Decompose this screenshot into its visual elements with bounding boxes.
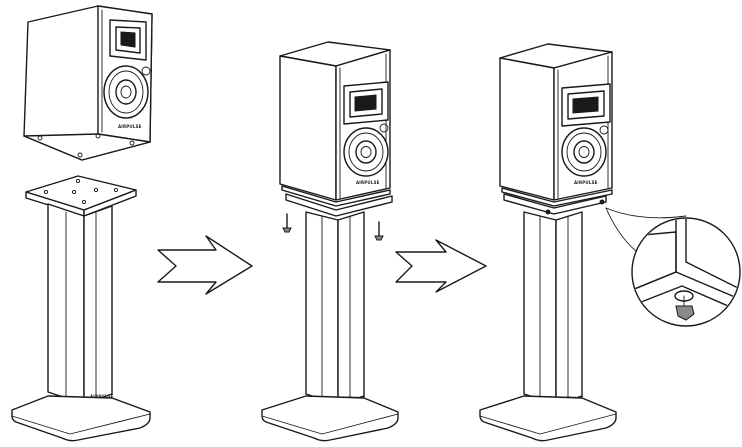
step-3-tweeter-icon: [562, 84, 610, 126]
step-1-group: AIRPULSE AIRPULSE: [12, 6, 152, 441]
step-3-stand: AIRPULSE: [480, 212, 616, 441]
step-3-speaker-side: [500, 58, 554, 200]
step-2-screw-right-icon: [375, 222, 383, 240]
step-1-speaker: AIRPULSE: [24, 6, 152, 160]
magnifier-callout-icon: [606, 208, 742, 326]
step-2-base: [262, 396, 398, 441]
step-3-base: [480, 396, 616, 441]
step-3-brand-label: AIRPULSE: [574, 180, 598, 185]
step-1-top-plate: [26, 176, 136, 210]
step-2-tweeter-icon: [344, 82, 388, 124]
step-3-speaker: AIRPULSE: [500, 44, 612, 206]
step-1-tweeter-icon: [110, 20, 146, 60]
step-2-woofer-icon: [344, 128, 388, 176]
step-1-base: [12, 396, 150, 441]
step-2-screw-left-icon: [283, 214, 291, 232]
step-1-brand-label: AIRPULSE: [118, 124, 142, 129]
arrow-1-icon: [158, 236, 252, 294]
step-2-speaker: AIRPULSE: [280, 42, 390, 206]
step-1-woofer-icon: [104, 66, 148, 118]
step-2-brand-label: AIRPULSE: [356, 180, 380, 185]
step-2-group: AIRPULSE AIRPULSE: [262, 42, 398, 441]
step-2-speaker-side: [280, 56, 336, 200]
step-3-woofer-icon: [562, 128, 606, 176]
step-2-stand: AIRPULSE: [262, 212, 398, 441]
step-1-stand: AIRPULSE: [12, 176, 150, 441]
step-3-group: AIRPULSE AIRPULSE: [480, 44, 742, 441]
arrow-2-icon: [396, 240, 486, 292]
